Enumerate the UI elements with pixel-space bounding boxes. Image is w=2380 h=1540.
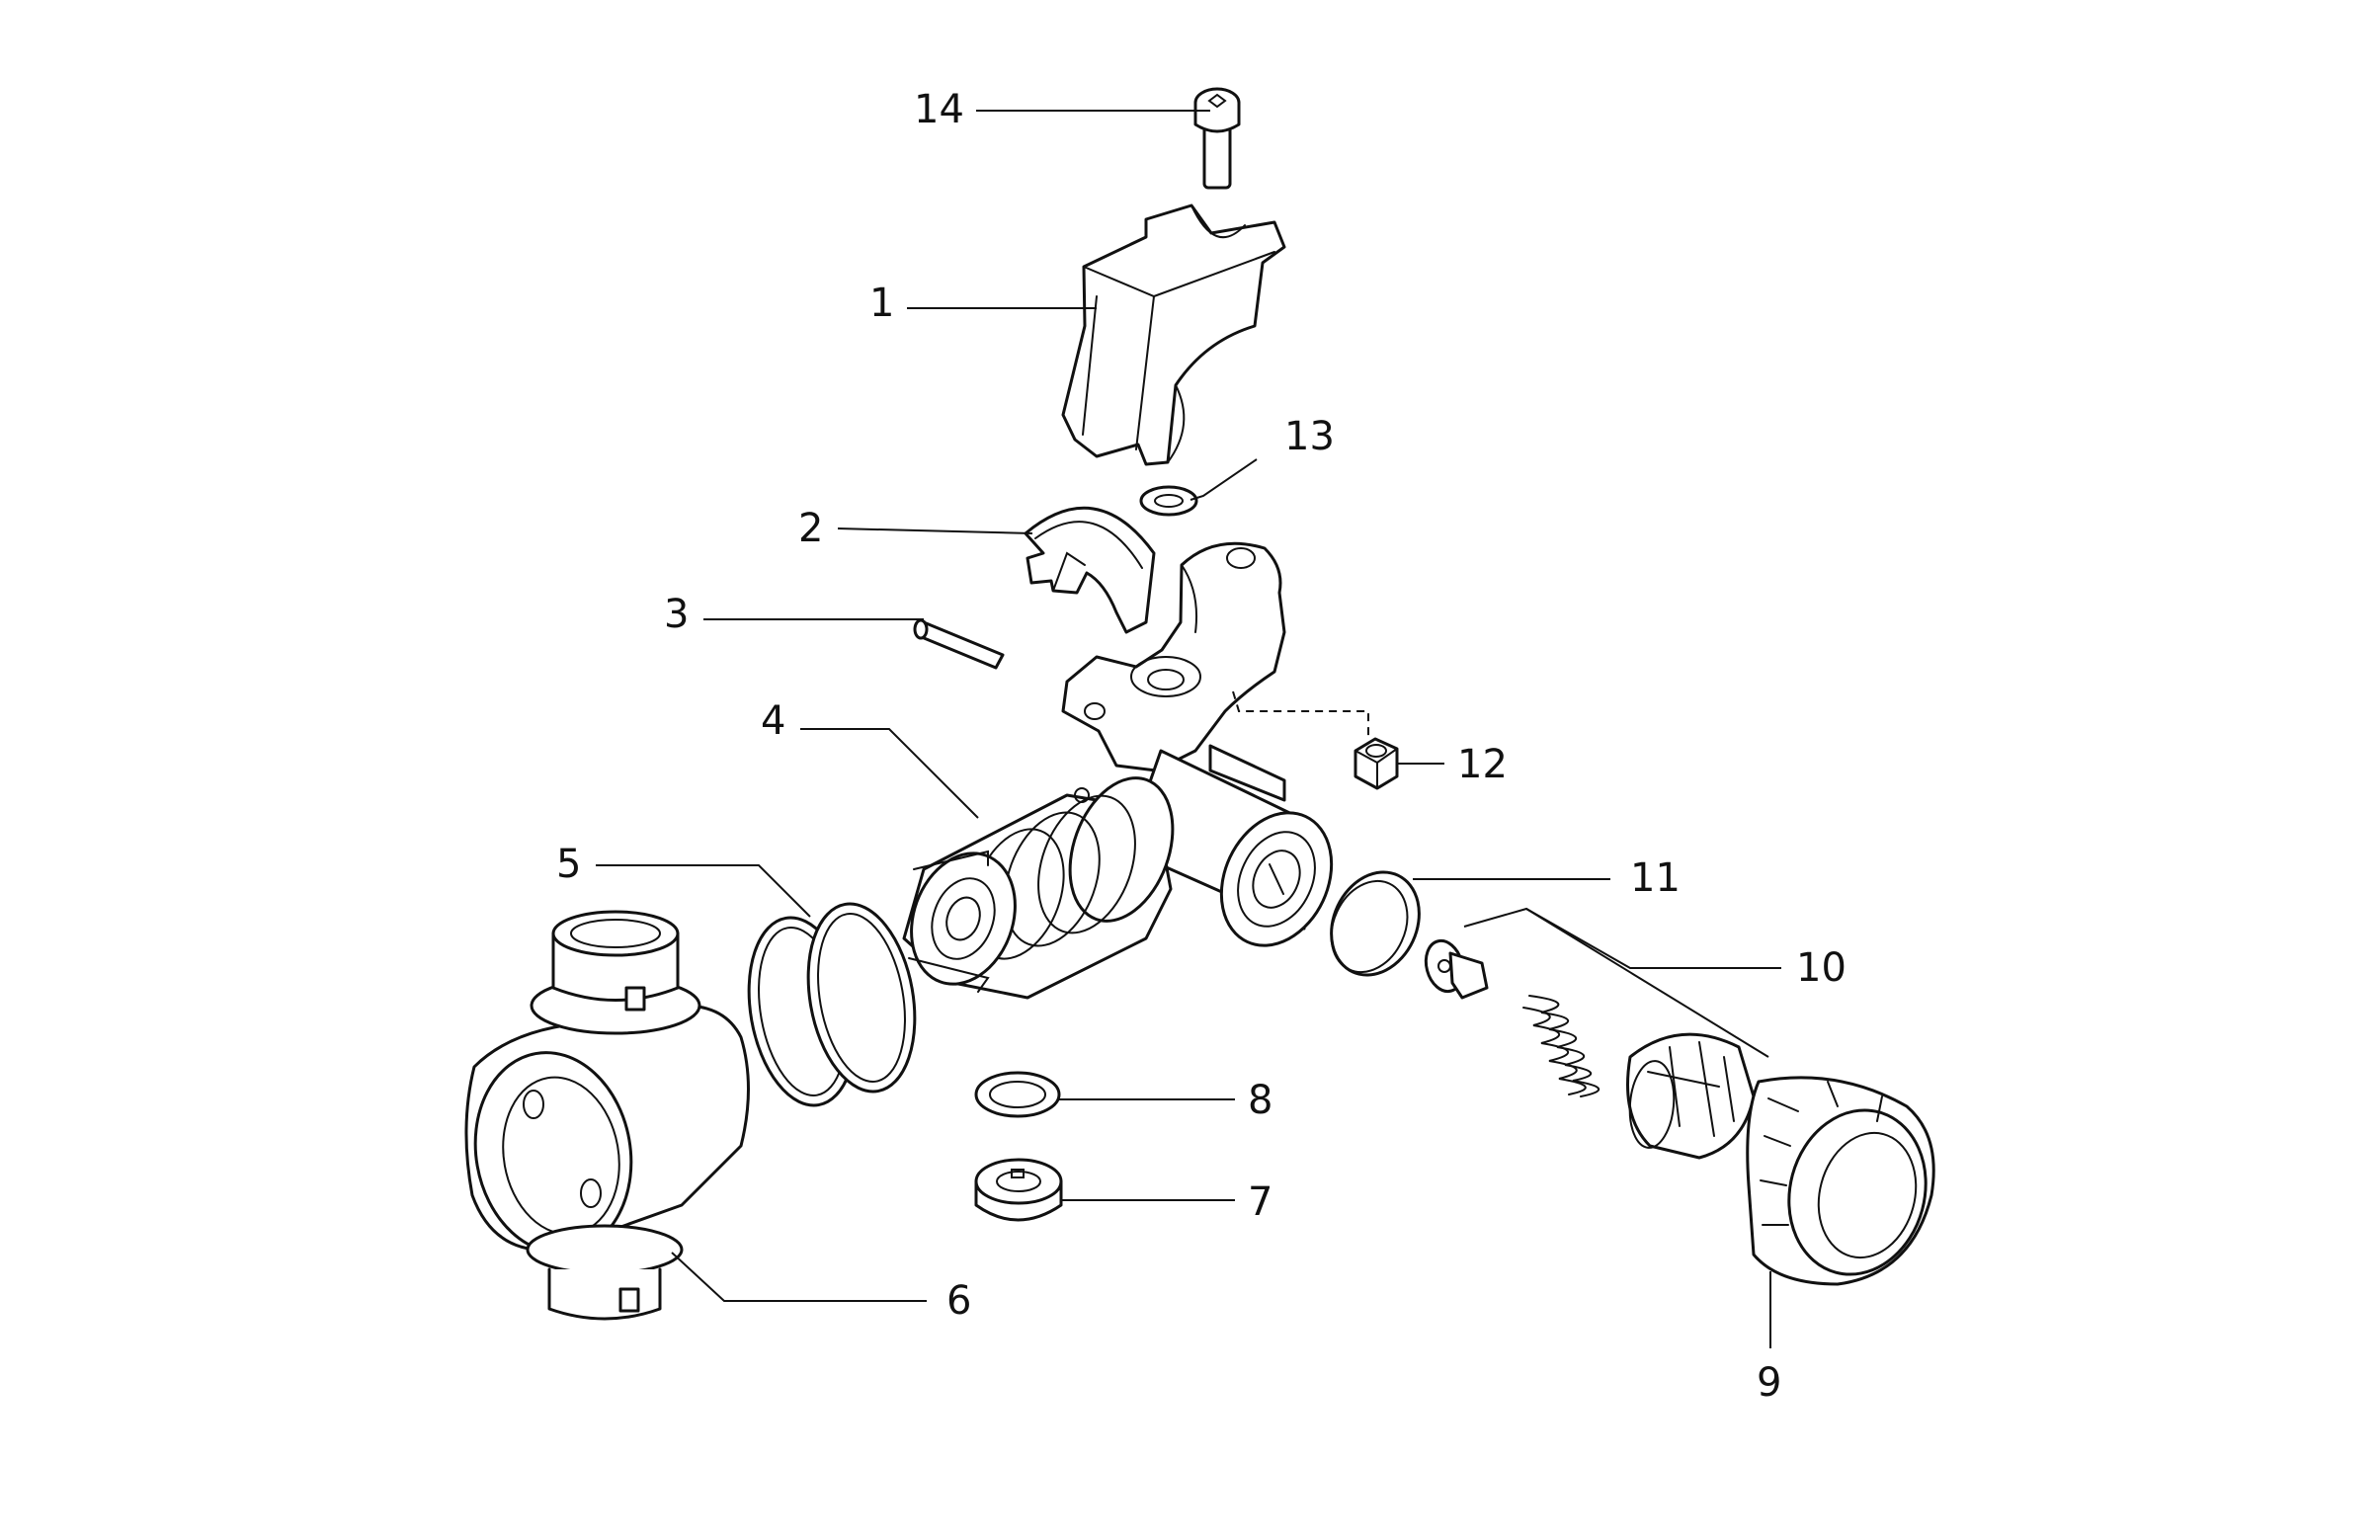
part-11-disc xyxy=(1330,870,1421,977)
callout-3: 3 xyxy=(664,592,689,637)
callout-5: 5 xyxy=(556,842,581,887)
leader-5 xyxy=(596,864,811,918)
part-4-cartridge xyxy=(902,776,1175,1000)
part-10-valve-set xyxy=(1424,938,1756,1160)
part-1-upper-clamp xyxy=(1061,203,1286,466)
part-7-locating-ring xyxy=(974,1158,1063,1222)
part-10-valve-cap xyxy=(1626,1032,1756,1160)
lower-clamp-body xyxy=(1061,541,1286,772)
callout-4: 4 xyxy=(761,698,785,744)
part-10-spring xyxy=(1522,995,1600,1097)
callout-13: 13 xyxy=(1284,414,1335,459)
leader-4 xyxy=(800,728,979,819)
leader-10-cap xyxy=(1525,908,1769,1058)
leader-2 xyxy=(837,527,1033,534)
part-10-valve-seat xyxy=(1424,938,1489,1000)
part-12-assembly-dashed-line xyxy=(1232,690,1369,739)
part-14-cap-screw xyxy=(1193,87,1241,190)
part-6-clamp-body xyxy=(464,910,750,1321)
leader-10 xyxy=(1463,907,1781,969)
callout-9: 9 xyxy=(1757,1360,1781,1406)
part-5-o-rings xyxy=(747,902,917,1107)
callout-11: 11 xyxy=(1630,855,1681,901)
callout-8: 8 xyxy=(1248,1078,1272,1123)
leader-13 xyxy=(1190,458,1258,501)
callout-6: 6 xyxy=(946,1278,971,1324)
callout-labels: 14 1 13 2 3 4 12 5 11 10 8 7 6 9 xyxy=(556,87,1847,1406)
leader-6 xyxy=(671,1252,927,1302)
part-2-half-ring xyxy=(1024,506,1156,634)
valve-central-body xyxy=(1124,744,1334,947)
part-9-ring-nut xyxy=(1746,1076,1935,1286)
part-8-washer xyxy=(974,1071,1061,1118)
callout-2: 2 xyxy=(798,506,823,551)
callout-1: 1 xyxy=(869,281,894,326)
callout-14: 14 xyxy=(914,87,964,132)
leader-lines xyxy=(596,110,1781,1348)
part-12-hex-nut xyxy=(1354,737,1399,790)
part-13-washer xyxy=(1139,485,1198,517)
callout-10: 10 xyxy=(1796,945,1847,991)
callout-7: 7 xyxy=(1248,1179,1272,1225)
callout-12: 12 xyxy=(1457,742,1508,787)
part-3-pin xyxy=(913,618,1005,670)
